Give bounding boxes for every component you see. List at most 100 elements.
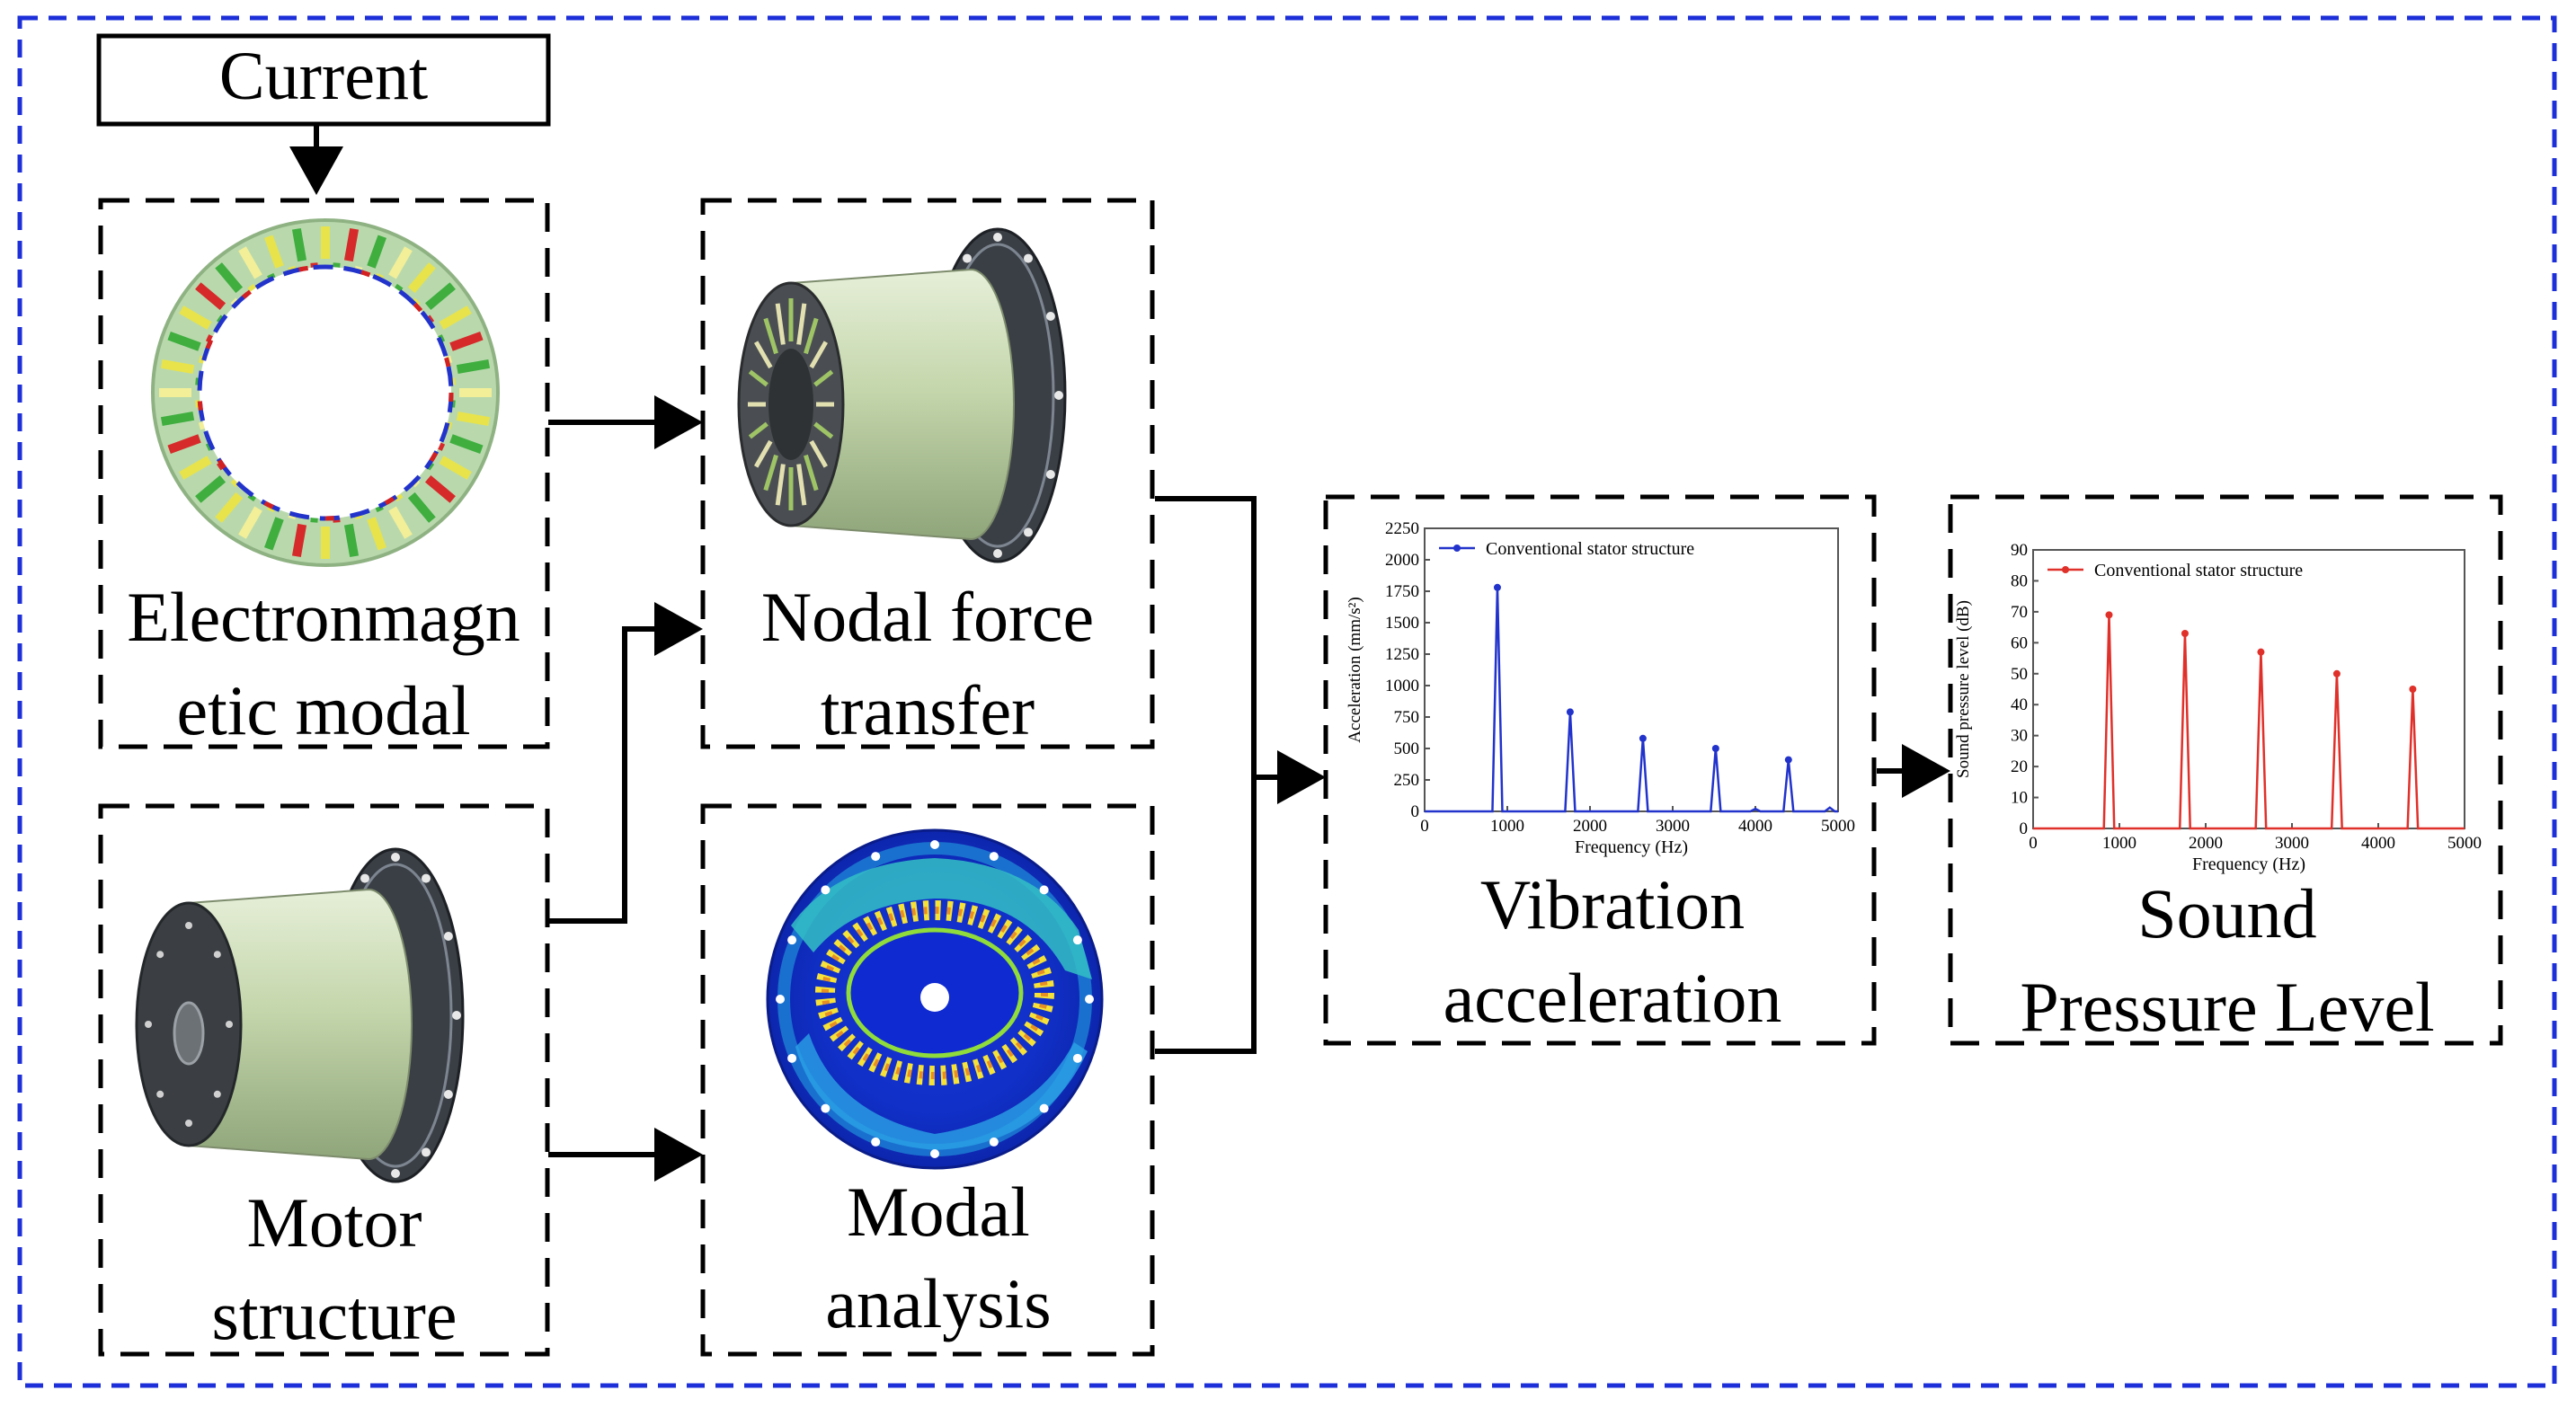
x-tick-label: 4000	[1738, 817, 1772, 836]
stator-slot	[160, 359, 195, 375]
bolt-hole	[1072, 935, 1082, 945]
stator-tooth	[809, 439, 829, 468]
y-tick-label: 30	[2011, 727, 2028, 746]
spl-caption-line1: Sound	[2137, 874, 2316, 952]
stator-slot	[291, 227, 307, 262]
stator-slot	[449, 434, 484, 454]
stator-slot	[439, 306, 472, 330]
motor-caption-line2: structure	[212, 1276, 457, 1354]
data-point	[2409, 686, 2417, 693]
data-point	[1493, 583, 1501, 591]
x-tick-label: 1000	[1490, 817, 1524, 836]
stator-slot	[215, 262, 244, 294]
data-point	[2181, 630, 2189, 637]
stator-bore	[768, 349, 813, 460]
block-modal	[700, 803, 1155, 1357]
vibration-caption-line2: acceleration	[1443, 959, 1782, 1037]
block-em	[98, 198, 550, 749]
outer-frame	[17, 15, 2557, 1388]
stator-tooth	[809, 341, 829, 369]
x-tick-label: 2000	[2189, 834, 2223, 853]
bolt-hole	[787, 1053, 797, 1063]
block-spl	[1948, 494, 2503, 1046]
stator-slot	[179, 306, 212, 330]
cap-bolt	[156, 951, 164, 959]
stator-slot	[167, 434, 201, 454]
flange-bolt	[1024, 253, 1033, 263]
stator-slot	[343, 227, 360, 262]
stator-tooth	[753, 341, 773, 369]
cap-bolt	[226, 1021, 233, 1028]
bolt-hole	[1085, 995, 1094, 1004]
stator-slot	[179, 456, 212, 480]
stator-slot	[407, 262, 436, 294]
data-point	[2105, 611, 2113, 619]
stator-slot	[343, 523, 360, 558]
stator-slot	[388, 506, 413, 539]
stator-slot	[264, 235, 284, 269]
bolt-hole	[776, 995, 785, 1004]
stator-slot	[195, 282, 227, 311]
connector-nodal-merge	[1155, 496, 1257, 1054]
stator-tooth	[748, 369, 768, 387]
flange-bolt	[391, 853, 400, 862]
legend-label: Conventional stator structure	[2094, 561, 2303, 580]
x-tick-label: 5000	[1821, 817, 1855, 836]
block-motor	[98, 803, 550, 1357]
stator-slot	[424, 282, 456, 311]
stator-slot	[167, 332, 201, 351]
y-axis-label: Acceleration (mm/s²)	[1346, 597, 1364, 742]
flange-bolt	[1045, 312, 1055, 321]
y-tick-label: 60	[2011, 633, 2028, 652]
x-tick-label: 0	[1420, 817, 1429, 836]
cap-bolt	[213, 951, 221, 959]
data-point	[2257, 648, 2265, 656]
stator-tooth	[804, 317, 819, 355]
nodal-caption-line2: transfer	[821, 671, 1035, 749]
bolt-hole	[930, 1149, 939, 1158]
y-tick-label: 1250	[1385, 645, 1419, 664]
cap-bolt	[185, 922, 192, 929]
x-tick-label: 3000	[2275, 834, 2309, 853]
plot-area	[1424, 527, 1839, 812]
modal-contour-image	[766, 828, 1104, 1170]
stator-tooth	[775, 303, 786, 345]
modal-caption-line1: Modal	[847, 1173, 1030, 1251]
stator-slot	[160, 411, 195, 427]
stator-slot	[367, 517, 386, 551]
y-tick-label: 80	[2011, 571, 2028, 590]
stator-slot	[159, 388, 191, 397]
current-label: Current	[219, 39, 428, 114]
x-tick-label: 3000	[1656, 817, 1690, 836]
y-tick-label: 90	[2011, 541, 2028, 560]
bolt-hole	[930, 840, 939, 849]
y-tick-label: 1750	[1385, 582, 1419, 601]
flange-bolt	[1054, 391, 1063, 400]
stator-tooth	[763, 317, 778, 355]
y-tick-label: 500	[1394, 739, 1420, 758]
stator-cross-section-image	[151, 218, 500, 567]
x-tick-label: 1000	[2102, 834, 2136, 853]
stator-slot	[195, 474, 227, 503]
y-tick-label: 0	[2020, 819, 2029, 838]
data-point	[1566, 708, 1574, 716]
x-axis-label: Frequency (Hz)	[1575, 837, 1688, 857]
bolt-hole	[989, 1137, 999, 1147]
stator-slot	[456, 411, 491, 427]
stator-slot	[321, 527, 330, 559]
stator-slot	[449, 332, 484, 351]
y-tick-label: 10	[2011, 789, 2028, 808]
flange-bolt	[1045, 470, 1055, 479]
stator-slot	[439, 456, 472, 480]
cap-bolt	[156, 1090, 164, 1098]
legend-marker	[2062, 566, 2069, 573]
y-tick-label: 2000	[1385, 551, 1419, 570]
stator-tooth	[763, 454, 778, 491]
stator-tooth	[748, 421, 768, 439]
stator-slot	[215, 491, 244, 523]
flange-bolt	[391, 1169, 400, 1178]
data-point	[1711, 745, 1719, 752]
